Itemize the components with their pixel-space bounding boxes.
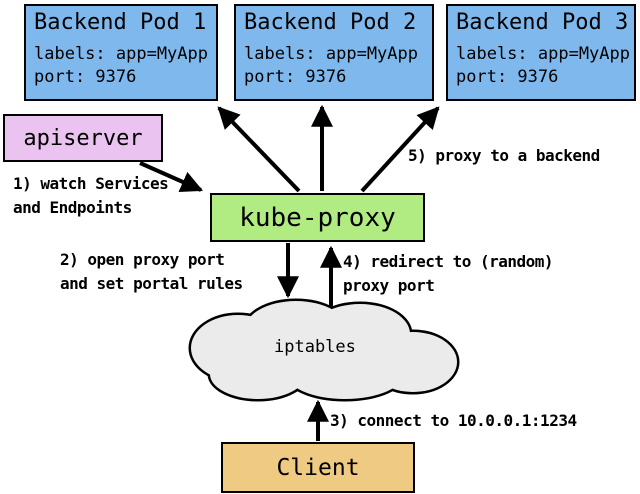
annotation-line: proxy port [343,276,435,295]
annotation-step-3: 3) connect to 10.0.0.1:1234 [330,409,577,433]
iptables-label: iptables [274,337,356,357]
annotation-line: 5) proxy to a backend [408,146,600,165]
pod-labels: labels: app=MyApp [456,44,630,64]
apiserver-label: apiserver [23,125,143,151]
pod-title: Backend Pod 3 [456,10,629,35]
pod-title: Backend Pod 2 [244,10,417,35]
annotation-line: and set portal rules [60,274,243,293]
iptables-cloud [188,298,460,402]
annotation-line: and Endpoints [13,198,132,217]
pod-port: port: 9376 [456,67,559,87]
backend-pod-3-box: Backend Pod 3 labels: app=MyApp port: 93… [446,4,636,101]
kube-proxy-label: kube-proxy [239,202,396,233]
arrow-watch-services [139,161,204,193]
pod-labels: labels: app=MyApp [34,44,208,64]
pod-port: port: 9376 [34,67,137,87]
annotation-step-4: 4) redirect to (random) proxy port [343,250,554,298]
annotation-line: 2) open proxy port [60,250,225,269]
pod-labels: labels: app=MyApp [244,44,418,64]
client-box: Client [221,442,415,493]
pod-port: port: 9376 [244,67,347,87]
arrow-proxy-to-pod3 [360,106,440,193]
arrow-proxy-to-pod1 [217,106,301,193]
annotation-line: 3) connect to 10.0.0.1:1234 [330,411,577,430]
pod-title: Backend Pod 1 [34,10,207,35]
client-label: Client [276,454,360,481]
annotation-step-2: 2) open proxy port and set portal rules [60,248,243,296]
annotation-line: 1) watch Services [13,174,169,193]
annotation-line: 4) redirect to (random) [343,252,554,271]
apiserver-box: apiserver [3,114,163,162]
annotation-step-1: 1) watch Services and Endpoints [13,172,169,220]
kube-proxy-box: kube-proxy [210,193,425,242]
backend-pod-1-box: Backend Pod 1 labels: app=MyApp port: 93… [24,4,218,101]
annotation-step-5: 5) proxy to a backend [408,144,600,168]
backend-pod-2-box: Backend Pod 2 labels: app=MyApp port: 93… [234,4,434,101]
